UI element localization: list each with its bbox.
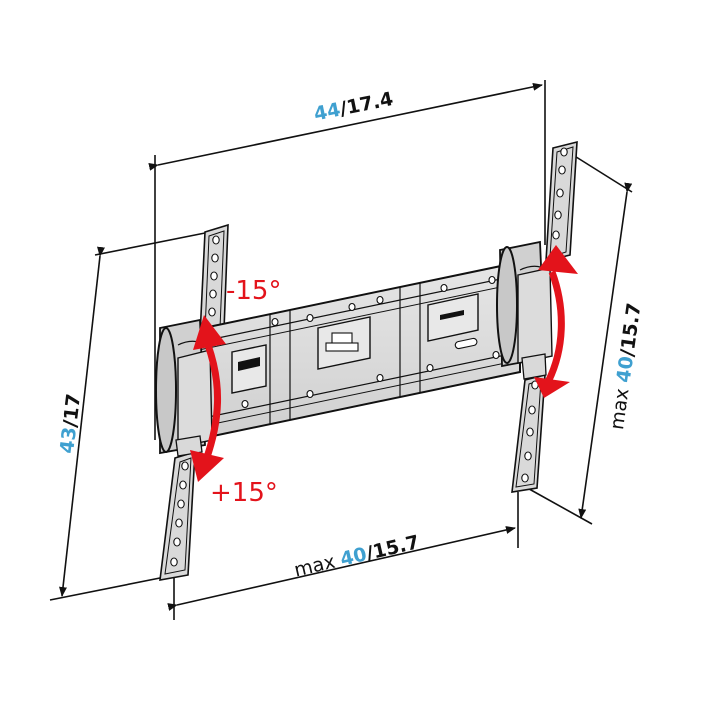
right-height-extension-bottom (521, 484, 593, 525)
top-width-dimension-line (148, 82, 543, 171)
left-tilt-arrow (190, 315, 226, 482)
tilt-up-angle-label: -15° (226, 276, 282, 306)
left-height-metric: 43 (56, 425, 82, 455)
tilt-up-arrowhead-icon (538, 245, 578, 274)
right-height-dimension-line (578, 182, 633, 519)
right-tilt-arrow (534, 245, 578, 398)
left-tilt-hinge (155, 318, 213, 457)
made-in-italy-label-recess (427, 293, 479, 342)
tilt-down-angle-label: +15° (210, 478, 278, 508)
tilt-down-arrowhead-icon (190, 450, 224, 482)
right-tilt-hinge (496, 240, 553, 380)
left-height-extension-bottom (49, 574, 176, 601)
right-height-metric: 40 (612, 354, 639, 385)
left-height-imperial: 17 (60, 392, 86, 422)
left-height-dimension-line (59, 246, 105, 597)
tilt-up-arrowhead-icon (193, 315, 226, 350)
tilt-down-arrowhead-icon (534, 377, 570, 398)
bottom-width-dimension-line (167, 526, 516, 611)
right-vertical-rail (511, 140, 578, 493)
left-height-extension-top (94, 232, 206, 256)
dimension-lines (49, 80, 633, 620)
horizontal-wall-plate (169, 260, 521, 447)
left-vertical-rail (159, 223, 229, 581)
brand-label-recess (231, 344, 267, 394)
